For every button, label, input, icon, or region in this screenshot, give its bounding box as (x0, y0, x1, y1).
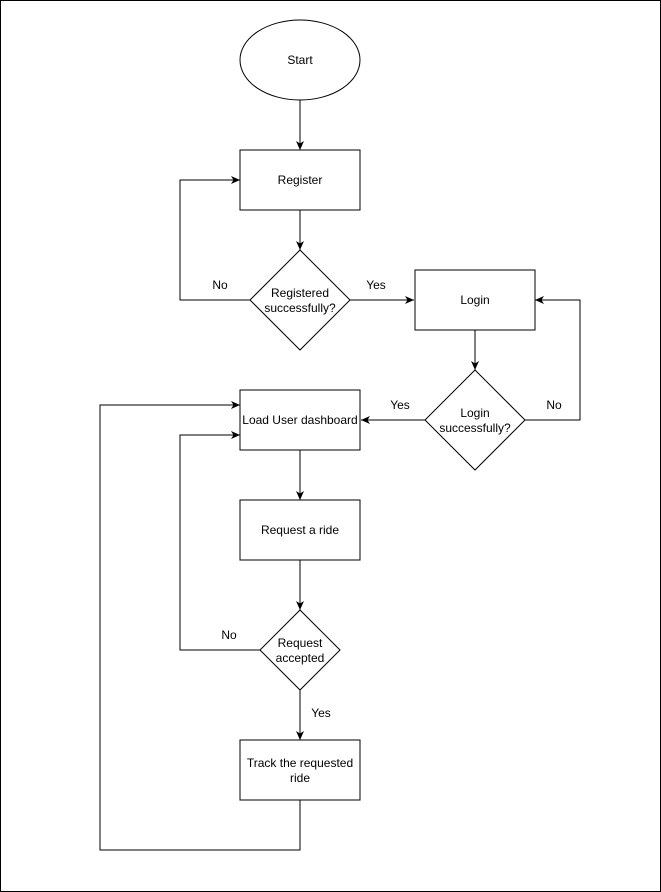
edge-login-no (525, 296, 581, 421)
track-ride-node (239, 739, 361, 801)
edge-registered-no (179, 176, 250, 301)
edge-accepted-no (179, 431, 260, 651)
track-label-line1: Track the requested (247, 756, 353, 770)
edge-track-dashboard (99, 401, 301, 851)
accepted-decision-node (259, 609, 341, 691)
login-no-label: No (546, 398, 562, 412)
dashboard-label: Load User dashboard (242, 413, 357, 427)
connectors (99, 100, 581, 851)
request-ride-node (239, 499, 361, 561)
registered-decision-node (249, 249, 351, 351)
registered-label-line2: successfully? (264, 301, 336, 315)
login-q-label-line1: Login (460, 406, 489, 420)
start-node (239, 19, 361, 101)
login-label: Login (460, 293, 489, 307)
accepted-no-label: No (221, 628, 237, 642)
registered-label-line1: Registered (271, 286, 329, 300)
accepted-label-line1: Request (278, 636, 323, 650)
login-decision-node (424, 369, 526, 471)
register-node (239, 149, 361, 211)
login-q-label-line2: successfully? (439, 421, 511, 435)
login-yes-label: Yes (390, 398, 410, 412)
track-label-line2: ride (290, 771, 310, 785)
accepted-label-line2: accepted (276, 651, 325, 665)
login-node (414, 269, 536, 331)
request-ride-label: Request a ride (261, 523, 339, 537)
accepted-yes-label: Yes (311, 706, 331, 720)
start-label: Start (287, 53, 313, 67)
registered-yes-label: Yes (366, 278, 386, 292)
dashboard-node (239, 389, 361, 451)
registered-no-label: No (212, 278, 228, 292)
register-label: Register (278, 173, 323, 187)
